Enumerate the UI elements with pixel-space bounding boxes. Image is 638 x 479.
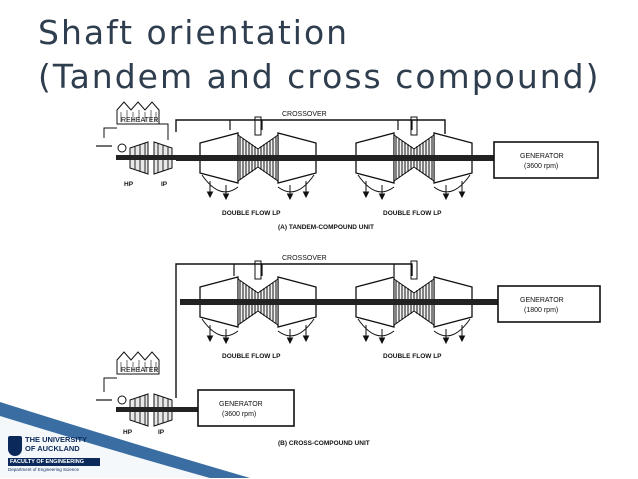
tandem-hp-ip-turbine: [115, 141, 181, 175]
cross-lp-left-label: DOUBLE FLOW LP: [222, 353, 281, 360]
university-crest-icon: [8, 436, 22, 456]
tandem-generator-label: GENERATOR: [520, 153, 564, 160]
cross-generator-top: [497, 285, 601, 323]
tandem-lp-turbine-right: [347, 116, 481, 200]
slide-title-line-1: Shaft orientation: [38, 13, 350, 52]
cross-reheater-label: REHEATER: [121, 367, 159, 374]
logo-faculty: FACULTY OF ENGINEERING: [8, 458, 100, 466]
cross-hp-ip-turbine: [115, 393, 181, 427]
cross-generator-bottom-label: GENERATOR: [219, 401, 263, 408]
logo-department: Department of Engineering Science: [8, 467, 80, 472]
cross-lp-turbine-left: [191, 260, 325, 344]
tandem-generator-speed: (3600 rpm): [524, 163, 558, 170]
tandem-lp-left-label: DOUBLE FLOW LP: [222, 210, 281, 217]
tandem-lp-right-label: DOUBLE FLOW LP: [383, 210, 442, 217]
cross-caption: (B) CROSS-COMPOUND UNIT: [278, 440, 370, 447]
tandem-generator: [493, 141, 599, 179]
cross-crossover-pipe: [175, 263, 413, 398]
tandem-compound-diagram: CROSSOVER REHEATER HP IP DOUBLE FLOW LP …: [96, 101, 599, 231]
tandem-caption: (A) TANDEM-COMPOUND UNIT: [278, 224, 374, 231]
tandem-hp-label: HP: [124, 181, 134, 188]
cross-generator-top-label: GENERATOR: [520, 297, 564, 304]
tandem-crossover-pipe: [175, 119, 446, 134]
cross-generator-bottom-speed: (3600 rpm): [222, 411, 256, 418]
university-logo: THE UNIVERSITY OF AUCKLAND FACULTY OF EN…: [8, 435, 100, 472]
cross-ip-label: IP: [158, 429, 165, 436]
logo-line-2: OF AUCKLAND: [25, 443, 80, 453]
tandem-lp-turbine-left: [191, 116, 325, 200]
cross-lp-right-label: DOUBLE FLOW LP: [383, 353, 442, 360]
logo-line-1: THE UNIVERSITY: [25, 435, 88, 444]
cross-generator-top-speed: (1800 rpm): [524, 307, 558, 314]
tandem-crossover-label: CROSSOVER: [282, 111, 327, 118]
cross-hp-label: HP: [123, 429, 133, 436]
tandem-reheater-label: REHEATER: [121, 117, 159, 124]
cross-lp-turbine-right: [347, 260, 481, 344]
cross-compound-diagram: CROSSOVER DOUBLE FLOW LP DOUBLE FLOW LP …: [96, 255, 601, 447]
cross-crossover-label: CROSSOVER: [282, 255, 327, 262]
tandem-ip-label: IP: [161, 181, 168, 188]
slide-title-line-2: (Tandem and cross compound): [38, 57, 601, 96]
cross-generator-bottom: [197, 389, 295, 427]
